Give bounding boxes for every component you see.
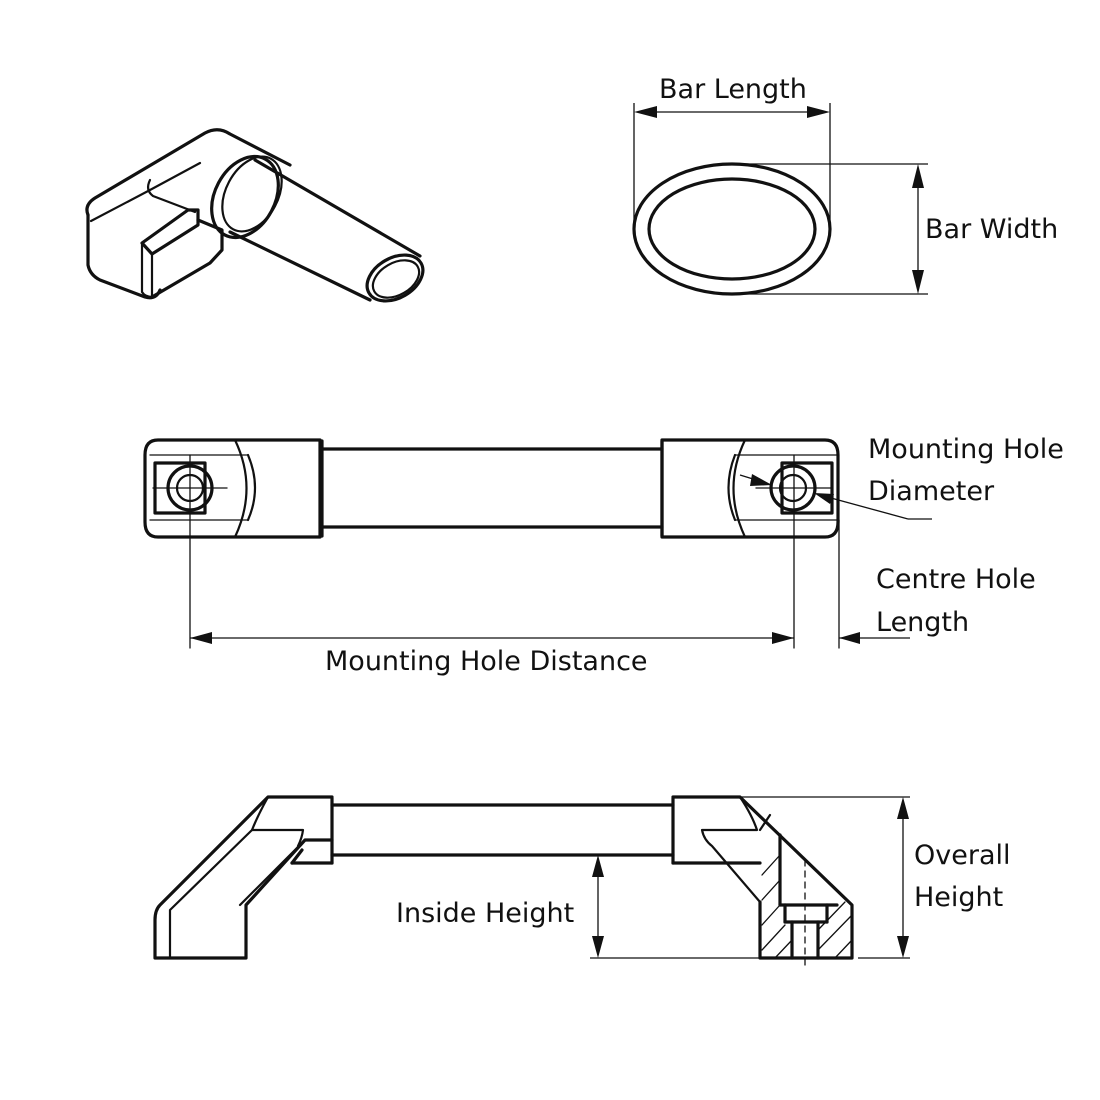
arrow-down-icon [912,270,924,294]
top-view: Mounting Hole Diameter Centre Hole Lengt… [143,434,1064,677]
bar-width-label: Bar Width [925,214,1058,245]
isometric-view [85,128,425,303]
mounting-hole-distance-label: Mounting Hole Distance [325,646,648,677]
inside-height-label: Inside Height [396,898,574,929]
centre-hole-length-label-line1: Centre Hole [876,564,1036,595]
centre-hole-length-label-line2: Length [876,607,969,638]
mounting-hole-diameter-label-line2: Diameter [868,476,995,507]
bar-cross-section: Bar Length Bar Width [632,74,1058,296]
bar-outer-profile [632,162,832,296]
bar-inner-profile [647,177,817,281]
arrow-left-icon [634,106,657,118]
arrow-up-icon [592,855,604,877]
bar-length-label: Bar Length [659,74,807,105]
arrow-left-icon [190,632,212,644]
overall-height-label-line2: Height [914,882,1003,913]
side-view: Inside Height Overall Height [153,795,1011,966]
mounting-hole-diameter-label-line1: Mounting Hole [868,434,1064,465]
arrow-down-icon [592,936,604,958]
arrow-up-icon [897,797,909,819]
arrow-right-icon [807,106,830,118]
overall-height-label-line1: Overall [914,840,1011,871]
arrow-down-icon [897,936,909,958]
arrow-left-icon [839,632,860,644]
section-hatching [761,854,853,959]
arrow-right-icon [772,632,794,644]
arrow-up-icon [912,164,924,188]
